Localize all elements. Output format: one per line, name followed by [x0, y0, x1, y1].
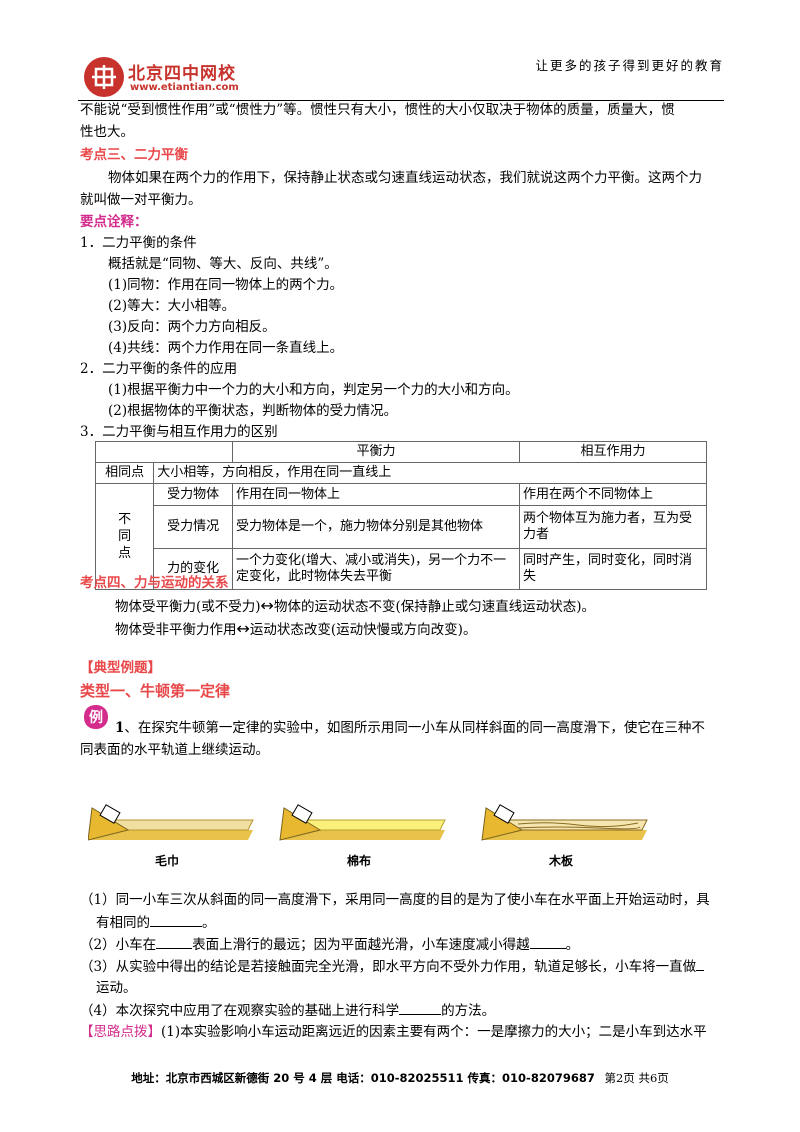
- header-rule: [78, 100, 724, 101]
- paragraph-line: 同表面的水平轨道上继续运动。: [80, 742, 269, 758]
- table-cell: 大小相等，方向相反，作用在同一直线上: [153, 462, 707, 484]
- list-item: (2)等大：大小相等。: [108, 298, 236, 314]
- track-towel: [87, 804, 254, 841]
- table-cell: 受力情况: [153, 505, 233, 549]
- example-badge-text: 例: [89, 710, 103, 726]
- list-item: 2．二力平衡的条件的应用: [80, 361, 238, 377]
- question-line: （2）小车在 表面上滑行的最远；因为平面越光滑，小车速度减小得越 。: [80, 934, 579, 955]
- table-cell: 不同点: [94, 483, 155, 590]
- paragraph-line: 物体受非平衡力作用↔运动状态改变(运动快慢或方向改变)。: [115, 619, 476, 640]
- logo-url: www.etiantian.com: [130, 82, 239, 93]
- logo-text: 北京四中网校: [128, 64, 236, 84]
- table-cell: 相同点: [94, 462, 155, 484]
- hint-line: 【思路点拨】(1)本实验影响小车运动距离远近的因素主要有两个：一是摩擦力的大小；…: [80, 1022, 707, 1042]
- paragraph-line: 物体如果在两个力的作用下，保持静止状态或匀速直线运动状态，我们就说这两个力平衡。…: [108, 170, 702, 186]
- text-segment: 表面上滑行的最远；因为平面越光滑，小车速度减小得越: [192, 937, 530, 953]
- text-segment: （4）本次探究中应用了在观察实验的基础上进行科学: [80, 1003, 400, 1019]
- list-item: (1)根据平衡力中一个力的大小和方向，判定另一个力的大小和方向。: [108, 382, 519, 398]
- list-item: (3)反向：两个力方向相反。: [108, 319, 276, 335]
- question-line: 运动。: [96, 980, 137, 996]
- double-arrow-icon: ↔: [260, 596, 274, 615]
- table-header: 相互作用力: [519, 441, 707, 463]
- answer-blank[interactable]: [150, 912, 202, 927]
- paragraph-line: 性也大。: [80, 124, 134, 140]
- text-segment: 、在探究牛顿第一定律的实验中，如图所示用同一小车从同样斜面的同一高度滑下，使它在…: [124, 720, 705, 736]
- table-cell: 力的变化: [153, 548, 233, 590]
- list-item: (2)根据物体的平衡状态，判断物体的受力情况。: [108, 403, 398, 419]
- table-cell: 一个力变化(增大、减小或消失)，另一个力不一定变化，此时物体失去平衡: [232, 548, 520, 590]
- section-title: 考点四、力与运动的关系: [80, 575, 229, 591]
- text-segment: （2）小车在: [80, 937, 157, 953]
- text-segment: 物体受非平衡力作用: [115, 622, 237, 638]
- text-segment: 物体受平衡力(或不受力): [115, 599, 261, 615]
- table-row: 不同点 受力物体 作用在同一物体上 作用在两个不同物体上: [94, 483, 707, 590]
- figure-label: 棉布: [347, 854, 372, 868]
- table-cell: 受力物体: [153, 483, 233, 506]
- text-segment: 物体的运动状态不变(保持静止或匀速直线运动状态)。: [273, 599, 595, 615]
- table-row: 相同点 大小相等，方向相反，作用在同一直线上: [94, 462, 707, 484]
- answer-blank[interactable]: [696, 956, 705, 971]
- diff-label: 不同点: [118, 512, 132, 561]
- table-header: 平衡力: [232, 441, 520, 463]
- logo-icon: [84, 57, 124, 97]
- double-arrow-icon: ↔: [236, 619, 250, 638]
- list-item: 1．二力平衡的条件: [80, 235, 197, 251]
- list-item: 3．二力平衡与相互作用力的区别: [80, 424, 278, 440]
- text-segment: 的方法。: [441, 1003, 496, 1019]
- paragraph-line: 物体受平衡力(或不受力)↔物体的运动状态不变(保持静止或匀速直线运动状态)。: [115, 596, 595, 617]
- figure-label: 毛巾: [155, 854, 180, 868]
- example-badge-icon: 例: [83, 704, 109, 730]
- question-line: （4）本次探究中应用了在观察实验的基础上进行科学 的方法。: [80, 1000, 495, 1021]
- question-line: （1）同一小车三次从斜面的同一高度滑下，采用同一高度的目的是为了使小车在水平面上…: [80, 892, 710, 908]
- list-item: (1)同物：作用在同一物体上的两个力。: [108, 277, 344, 293]
- question-line: 有相同的 。: [96, 912, 216, 933]
- text-segment: （3）从实验中得出的结论是若接触面完全光滑，即水平方向不受外力作用，轨道足够长，…: [80, 959, 697, 975]
- list-item: (4)共线：两个力作用在同一条直线上。: [108, 340, 344, 356]
- text-segment: 运动状态改变(运动快慢或方向改变)。: [249, 622, 477, 638]
- text-segment: 有相同的: [96, 915, 150, 931]
- text-segment: 。: [565, 937, 580, 953]
- answer-blank[interactable]: [399, 1000, 442, 1015]
- footer: 地址：北京市西城区新德街 20 号 4 层 电话：010-82025511 传真…: [0, 1070, 800, 1086]
- example-number: 1: [115, 720, 125, 736]
- table-cell: 同时产生，同时变化，同时消失: [519, 548, 707, 590]
- table-cell: 两个物体互为施力者，互为受力者: [519, 505, 707, 549]
- text-segment: 。: [202, 915, 216, 931]
- figure-label: 木板: [549, 854, 574, 868]
- table-cell: 受力物体是一个，施力物体分别是其他物体: [232, 505, 520, 549]
- paragraph-line: 不能说“受到惯性作用”或“惯性力”等。惯性只有大小，惯性的大小仅取决于物体的质量…: [80, 102, 675, 118]
- table-cell: 作用在同一物体上: [232, 483, 520, 506]
- footer-page: 第2页 共6页: [604, 1071, 669, 1085]
- track-cotton: [279, 804, 446, 841]
- answer-blank[interactable]: [156, 934, 193, 949]
- type-title: 类型一、牛顿第一定律: [80, 682, 231, 700]
- section-title: 【典型例题】: [80, 660, 161, 676]
- table-cell: 作用在两个不同物体上: [519, 483, 707, 506]
- footer-address: 地址：北京市西城区新德街 20 号 4 层 电话：010-82025511 传真…: [131, 1071, 595, 1085]
- subsection-title: 要点诠释：: [80, 214, 148, 230]
- header-slogan: 让更多的孩子得到更好的教育: [535, 58, 724, 73]
- experiment-figure: 毛巾 棉布 木板: [87, 788, 708, 868]
- section-title: 考点三、二力平衡: [80, 147, 188, 163]
- track-wood: [481, 804, 648, 841]
- table-row: 力的变化 一个力变化(增大、减小或消失)，另一个力不一定变化，此时物体失去平衡 …: [96, 548, 707, 590]
- list-item: 概括就是“同物、等大、反向、共线”。: [108, 256, 338, 272]
- table-row: 受力情况 受力物体是一个，施力物体分别是其他物体 两个物体互为施力者，互为受力者: [96, 505, 707, 549]
- header: 北京四中网校 www.etiantian.com 让更多的孩子得到更好的教育: [78, 55, 724, 103]
- text-segment: (1)本实验影响小车运动距离远近的因素主要有两个：一是摩擦力的大小；二是小车到达…: [161, 1024, 707, 1040]
- answer-blank[interactable]: [529, 934, 566, 949]
- comparison-table: 平衡力 相互作用力 相同点 大小相等，方向相反，作用在同一直线上 不同点 受力物…: [94, 441, 707, 590]
- hint-tag: 【思路点拨】: [80, 1024, 161, 1040]
- paragraph-line: 就叫做一对平衡力。: [80, 192, 202, 208]
- paragraph-line: 1、在探究牛顿第一定律的实验中，如图所示用同一小车从同样斜面的同一高度滑下，使它…: [115, 718, 705, 738]
- table-row: 平衡力 相互作用力: [95, 441, 707, 463]
- question-line: （3）从实验中得出的结论是若接触面完全光滑，即水平方向不受外力作用，轨道足够长，…: [80, 956, 705, 977]
